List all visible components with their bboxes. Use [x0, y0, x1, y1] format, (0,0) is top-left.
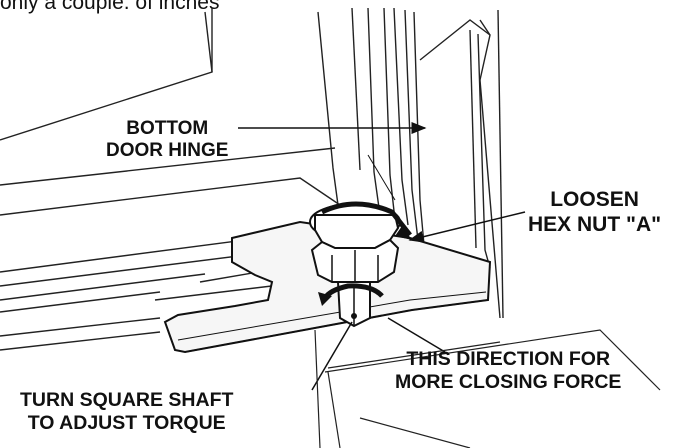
window-frame: [0, 8, 336, 186]
leader-lines: [238, 122, 526, 391]
label-turn-square-shaft: TURN SQUARE SHAFT TO ADJUST TORQUE: [20, 389, 233, 435]
square-shaft: [336, 281, 371, 328]
label-bottom-door-hinge-line2: DOOR HINGE: [106, 140, 229, 162]
label-turn-square-shaft-line1: TURN SQUARE SHAFT: [20, 389, 234, 411]
label-turn-square-shaft-line2: TO ADJUST TORQUE: [27, 412, 226, 434]
label-bottom-door-hinge: BOTTOM DOOR HINGE: [106, 118, 228, 163]
loosen-hex-nut-leader: [408, 211, 526, 243]
bottom-rail: [0, 177, 341, 351]
closing-force-rotation-arrow: [318, 283, 384, 306]
loosen-rotation-arrow: [320, 201, 412, 240]
top-caption-fragment: only a couple. of inches: [0, 0, 220, 14]
turn-square-shaft-leader: [311, 321, 353, 391]
label-closing-force-line2: MORE CLOSING FORCE: [395, 371, 622, 393]
label-closing-force-line1: THIS DIRECTION FOR: [406, 348, 611, 370]
door-jamb: [317, 7, 491, 269]
label-loosen-hex-nut-line2: HEX NUT "A": [528, 212, 662, 236]
label-loosen-hex-nut-line1: LOOSEN: [550, 188, 639, 211]
hex-nut-a: [309, 203, 401, 283]
frame-right-edge: [479, 9, 504, 319]
floor-lines: [314, 329, 661, 448]
hinge-plate: [163, 220, 492, 354]
closing-force-leader: [387, 317, 446, 353]
label-closing-force: THIS DIRECTION FOR MORE CLOSING FORCE: [395, 348, 621, 394]
label-loosen-hex-nut: LOOSEN HEX NUT "A": [528, 188, 661, 238]
label-bottom-door-hinge-line1: BOTTOM: [126, 118, 209, 139]
